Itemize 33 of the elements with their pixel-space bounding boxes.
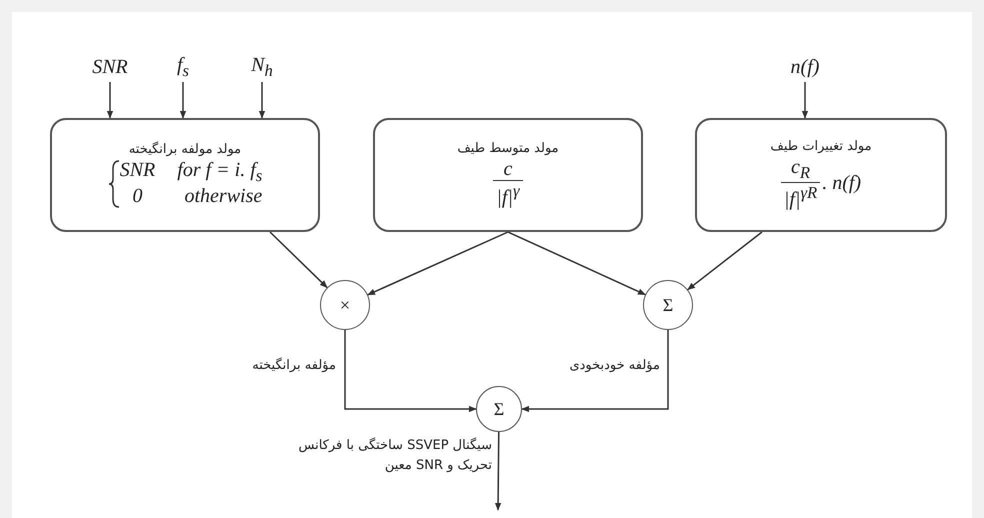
arrow [106,82,114,119]
variable-name: N$_{h}$ [251,54,273,80]
formula-term: otherwise [184,185,262,208]
arrow [494,432,502,511]
generator-box [50,118,320,232]
arrow [687,231,762,290]
formula-term: for f = i. f$_{s}$ [177,158,262,186]
generator-box [695,118,947,232]
box-title: مولد مولفه برانگیخته [128,142,242,156]
operator-symbol: × [340,294,350,316]
generator-box [373,118,643,232]
box-title: مولد متوسط طیف [457,140,559,156]
arrow [269,231,328,288]
arrow [508,231,646,296]
formula-denominator: |f|$^{γR}$ [780,182,820,212]
arrow [521,330,669,412]
formula-term: 0 [132,185,144,208]
variable-name: n(f) [790,56,820,78]
arrow [258,82,266,119]
formula-numerator: c [504,158,512,180]
formula-term: SNR [120,158,156,183]
operator-symbol: Σ [662,294,674,316]
formula-term: . n(f) [822,172,862,195]
arrow [344,330,477,412]
arrow [367,231,508,296]
variable-name: SNR [92,56,128,78]
variable-name: f$_{s}$ [176,54,190,80]
box-title: مولد تغییرات طیف [770,138,872,154]
arrow [180,82,186,119]
formula-denominator: |f|$^{γ}$ [493,180,523,210]
formula-numerator: c$_{R}$ [791,156,810,182]
operator-symbol: Σ [494,398,504,420]
arrow [802,82,808,119]
